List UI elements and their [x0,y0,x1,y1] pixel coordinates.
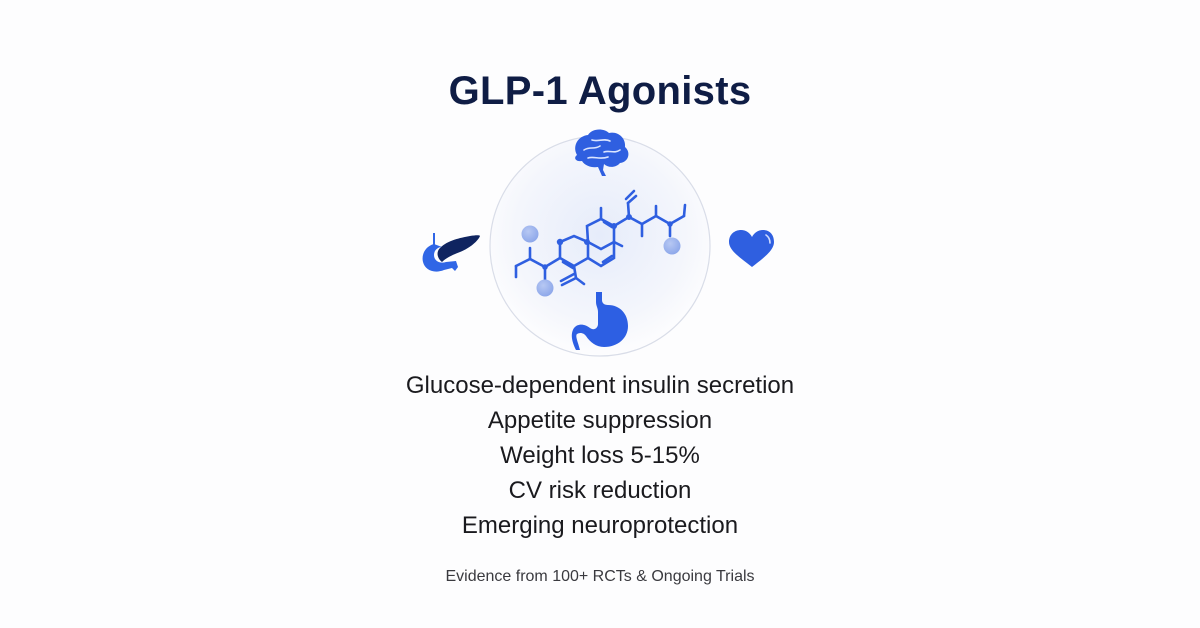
pancreas-icon [422,233,480,272]
benefit-item: CV risk reduction [508,477,692,504]
benefit-item: Weight loss 5-15% [500,442,700,469]
benefit-item: Glucose-dependent insulin secretion [405,372,795,399]
molecule-nodes [521,225,681,297]
benefits-list: Glucose-dependent insulin secretion Appe… [0,368,1200,543]
evidence-footnote: Evidence from 100+ RCTs & Ongoing Trials [445,568,755,585]
heart-icon [729,230,774,267]
page-title: GLP-1 Agonists [448,68,752,113]
molecule-atoms [542,214,673,270]
brain-icon [575,129,629,176]
stomach-icon [571,292,628,350]
benefit-item: Emerging neuroprotection [461,512,739,539]
benefit-item: Appetite suppression [487,407,713,434]
